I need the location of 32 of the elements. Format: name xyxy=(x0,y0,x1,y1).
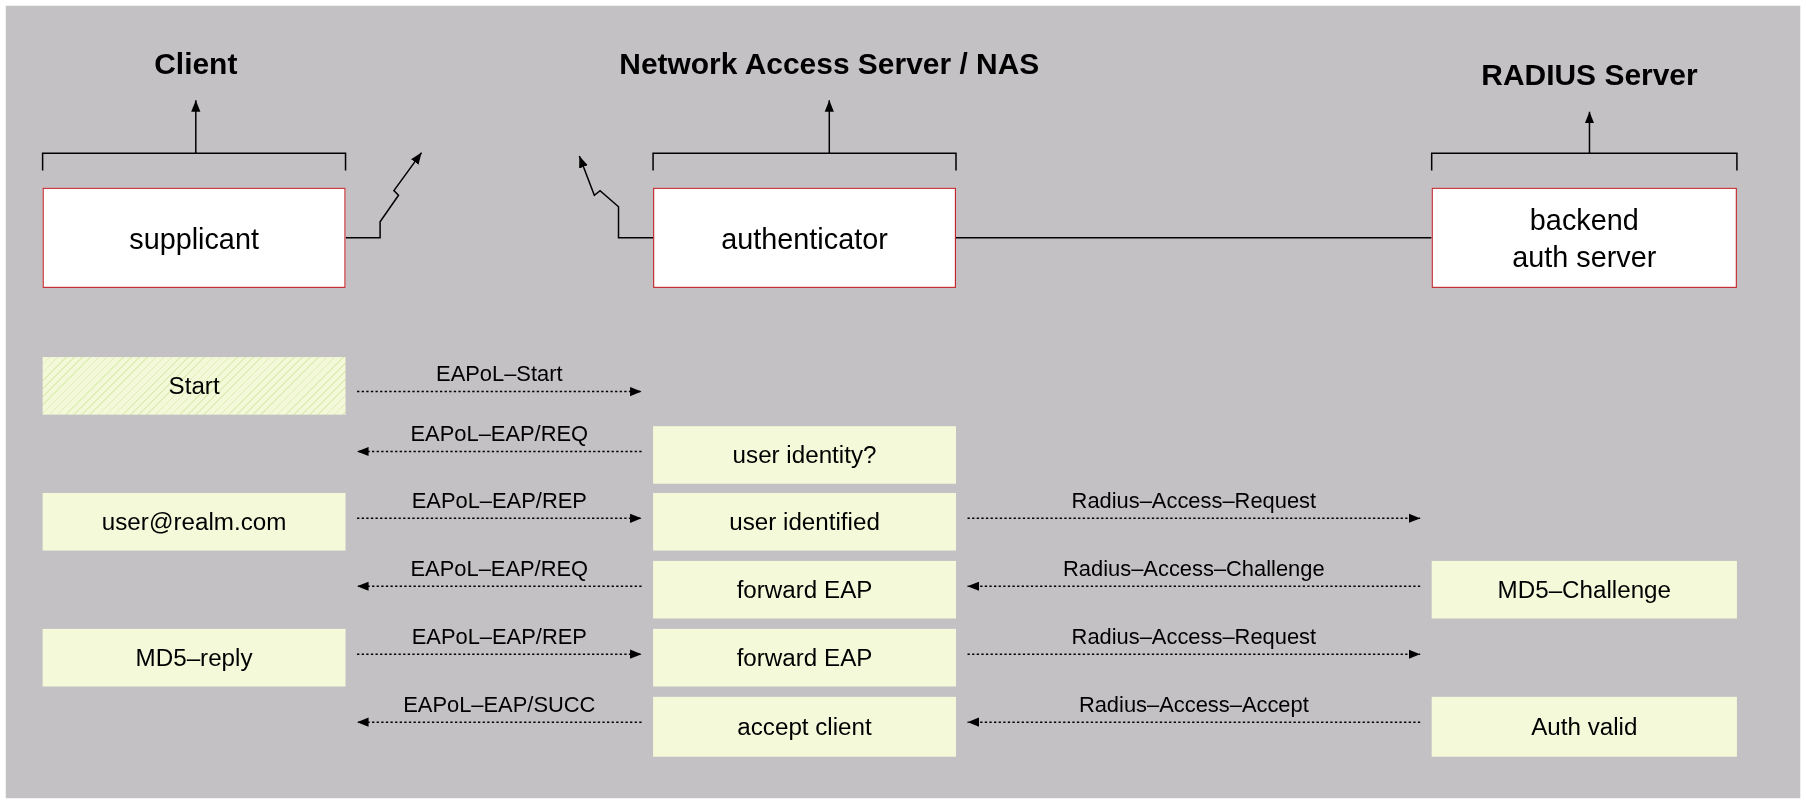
role-heading: RADIUS Server xyxy=(1451,51,1728,98)
wireless-link-arrow xyxy=(344,151,423,239)
dotted-arrow xyxy=(966,581,1421,591)
dotted-arrow xyxy=(966,513,1421,523)
dotted-arrow xyxy=(966,717,1421,727)
step-box: Auth valid xyxy=(1431,696,1737,757)
step-box: forward EAP xyxy=(653,560,956,619)
step-box: Start xyxy=(42,357,346,415)
dotted-arrow xyxy=(966,649,1421,659)
dotted-arrow xyxy=(356,387,643,397)
step-box: user identified xyxy=(653,492,956,551)
component-box: supplicant xyxy=(42,187,346,288)
dotted-arrow xyxy=(356,649,643,659)
role-heading: Network Access Server / NAS xyxy=(575,40,1083,87)
step-box: user@realm.com xyxy=(42,492,346,551)
step-box: forward EAP xyxy=(653,628,956,687)
wireless-link-arrow xyxy=(578,155,654,239)
step-box: user identity? xyxy=(653,426,956,484)
connector-line xyxy=(955,237,1433,239)
step-box: MD5–reply xyxy=(42,628,346,687)
bracket-arrow xyxy=(41,99,347,172)
component-box: authenticator xyxy=(653,187,956,288)
step-box: accept client xyxy=(653,696,956,757)
role-heading: Client xyxy=(103,40,288,87)
step-box: MD5–Challenge xyxy=(1431,560,1737,619)
bracket-arrow xyxy=(1430,110,1738,172)
bracket-arrow xyxy=(652,99,957,172)
dotted-arrow xyxy=(356,513,643,523)
component-box: backend auth server xyxy=(1431,187,1737,288)
dotted-arrow xyxy=(356,717,643,727)
dotted-arrow xyxy=(356,446,643,457)
dotted-arrow xyxy=(356,581,643,591)
